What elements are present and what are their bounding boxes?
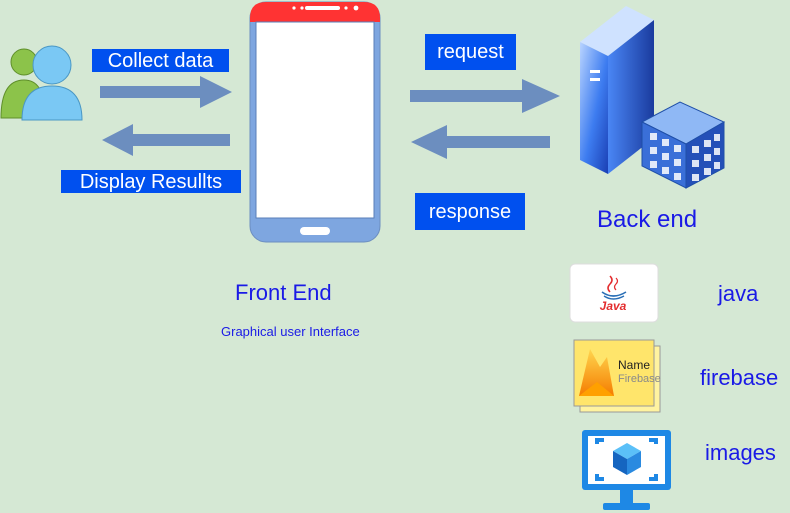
gui-label: Graphical user Interface [221,324,360,339]
firebase-card-sub: Firebase [618,373,661,385]
database-cube-icon [640,101,726,189]
java-icon: Java [569,263,659,323]
request-label: request [425,34,516,70]
images-label: images [705,440,776,465]
java-label: java [718,281,759,306]
collect-data-label: Collect data [92,49,229,72]
users-icon [0,45,83,121]
display-results-label: Display Resullts [61,170,241,193]
response-label: response [415,193,525,230]
firebase-card-title: Name [618,358,650,372]
firebase-label: firebase [700,365,779,390]
back-end-label: Back end [597,206,698,233]
front-end-label: Front End [235,280,332,305]
images-monitor-icon [582,430,671,510]
java-logo-text: Java [600,299,627,313]
arrow-response-left [411,125,550,159]
phone-icon [249,1,381,243]
firebase-icon: Name Firebase [573,339,661,413]
arrow-collect-right [100,76,232,108]
arrow-request-right [410,79,560,113]
arrow-display-left [102,124,230,156]
